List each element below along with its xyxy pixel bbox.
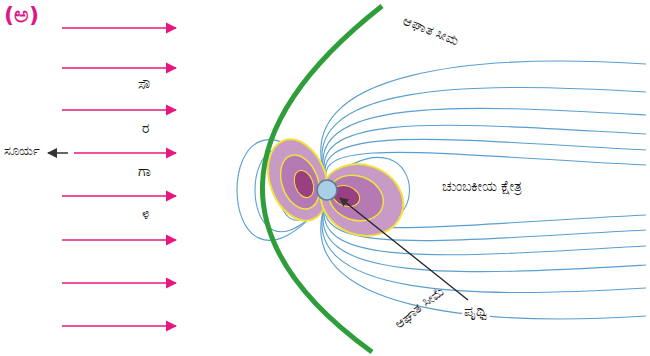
solar-wind-arrow bbox=[62, 195, 176, 197]
solar-wind-arrows bbox=[62, 28, 176, 326]
solar-wind-arrow bbox=[62, 325, 176, 327]
solar-wind-arrow bbox=[62, 239, 176, 241]
solar-wind-syllable: ಸೌ bbox=[138, 76, 150, 93]
belt-mid-left bbox=[274, 150, 327, 215]
radiation-belts bbox=[257, 131, 413, 247]
earth-globe bbox=[317, 180, 337, 200]
earth-leader-line bbox=[340, 198, 468, 300]
shock-boundary-label: ಆಘಾತ ಸೀಮೆ bbox=[401, 13, 462, 50]
sun-direction-arrow bbox=[48, 152, 68, 154]
belt-outer-right bbox=[311, 153, 414, 248]
solar-wind-arrow bbox=[62, 67, 176, 69]
belt-inner-left bbox=[291, 168, 317, 200]
shock-boundary bbox=[262, 6, 382, 352]
earth-label: ಪೃಥ್ವಿ bbox=[462, 303, 490, 320]
solar-wind-arrow bbox=[62, 282, 176, 284]
figure-letter: (ಅ) bbox=[4, 2, 39, 28]
solar-wind-arrow bbox=[74, 152, 176, 154]
sun-label: ಸೂರ್ಯ bbox=[4, 143, 40, 159]
shock-boundary-label: ಆಘಾತ ಸೀಮೆ bbox=[391, 283, 447, 332]
solar-wind-syllable: ಳಿ bbox=[142, 206, 150, 223]
field-line bbox=[321, 61, 646, 181]
solar-wind-arrow bbox=[62, 27, 176, 29]
solar-wind-syllable: ರ bbox=[142, 120, 149, 137]
magnetic-field-label: ಚುಂಬಕೀಯ ಕ್ಷೇತ್ರ bbox=[440, 178, 524, 195]
solar-wind-syllable: ಗಾ bbox=[138, 163, 151, 180]
solar-wind-arrow bbox=[62, 109, 176, 111]
